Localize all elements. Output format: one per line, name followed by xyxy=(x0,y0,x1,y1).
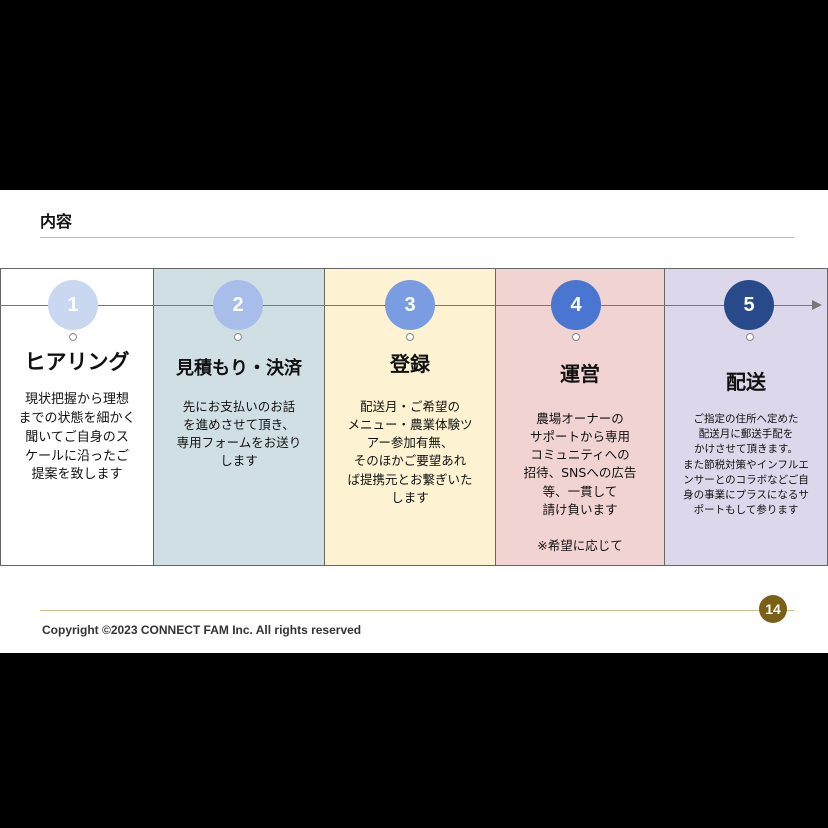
step-description-4: 農場オーナーの サポートから専用 コミュニティへの 招待、SNSへの広告 等、一… xyxy=(523,411,637,553)
step-number-2: 2 xyxy=(213,280,263,330)
step-connector-dot-5 xyxy=(746,333,754,341)
step-title-2: 見積もり・決済 xyxy=(176,358,302,379)
step-connector-dot-3 xyxy=(406,333,414,341)
copyright-text: Copyright ©2023 CONNECT FAM Inc. All rig… xyxy=(42,623,362,637)
step-title-1: ヒアリング xyxy=(24,350,130,374)
title-underline xyxy=(40,237,794,238)
step-title-4: 運営 xyxy=(560,362,600,386)
step-description-5: ご指定の住所へ定めた 配送月に郵送手配を かけさせて頂きます。 また節税対策やイ… xyxy=(683,413,809,517)
step-title-3: 登録 xyxy=(390,352,430,376)
footer-rule xyxy=(40,610,794,611)
step-description-1: 現状把握から理想 までの状態を細かく 聞いてご自身のス ケールに沿ったご 提案を… xyxy=(18,392,136,483)
step-connector-dot-2 xyxy=(234,333,242,341)
step-number-4: 4 xyxy=(551,280,601,330)
step-connector-dot-4 xyxy=(572,333,580,341)
step-description-3: 配送月・ご希望の メニュー・農業体験ツ アー参加有無、 そのほかご要望あれ ば提… xyxy=(347,399,473,505)
step-title-5: 配送 xyxy=(726,370,766,394)
step-number-1: 1 xyxy=(48,280,98,330)
process-steps: 1 2 3 4 5 ヒアリング 見積もり・決済 登録 運営 配送 現状把握から理… xyxy=(0,268,828,568)
page-number-badge: 14 xyxy=(759,595,787,623)
slide-title: 内容 xyxy=(40,212,73,231)
step-description-2: 先にお支払いのお話 を進めさせて頂き、 専用フォームをお送り します xyxy=(176,399,302,469)
step-number-5: 5 xyxy=(724,280,774,330)
step-connector-dot-1 xyxy=(69,333,77,341)
step-number-3: 3 xyxy=(385,280,435,330)
timeline-arrow-icon xyxy=(812,300,822,310)
slide: 内容 1 2 3 4 5 ヒアリング 見積もり・決済 登録 運営 配送 現状把握… xyxy=(0,190,828,653)
